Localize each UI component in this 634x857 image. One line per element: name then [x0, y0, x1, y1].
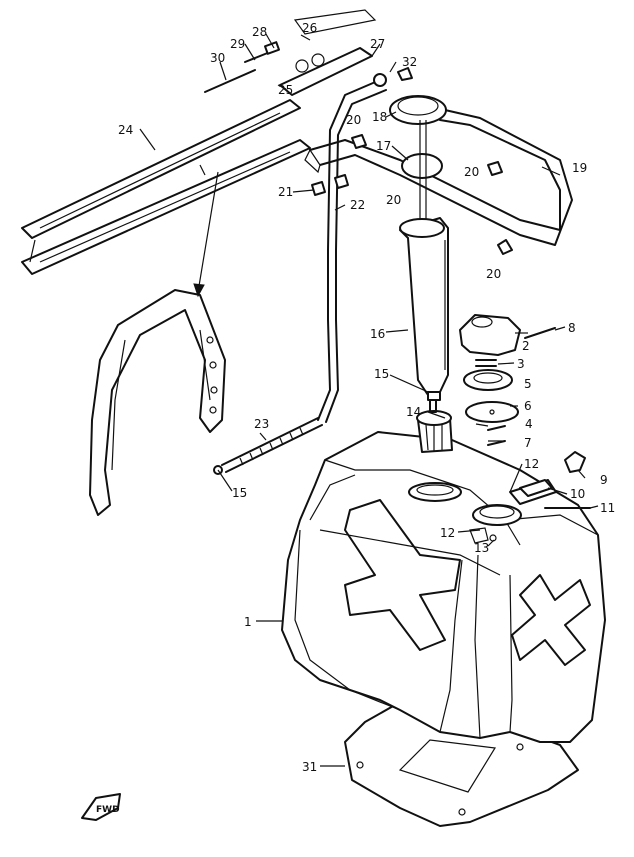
screw-7	[487, 440, 506, 446]
callout-4: 4	[525, 417, 533, 431]
callout-19: 19	[572, 161, 587, 175]
callout-23: 23	[254, 417, 269, 431]
leader-lines	[139, 33, 599, 767]
callout-31: 31	[302, 760, 317, 774]
o-ring	[401, 153, 443, 179]
callout-20a: 20	[346, 113, 361, 127]
fuel-tank	[281, 431, 606, 743]
callout-29: 29	[230, 37, 245, 51]
callout-16: 16	[370, 327, 385, 341]
callout-5: 5	[524, 377, 532, 391]
fuel-pickup-tube	[399, 217, 449, 401]
callout-9: 9	[600, 473, 608, 487]
callout-21: 21	[278, 185, 293, 199]
callout-7: 7	[524, 436, 532, 450]
fwd-label: FWD	[96, 805, 120, 815]
callout-28: 28	[252, 25, 267, 39]
fwd-arrow-icon: FWD	[81, 793, 121, 821]
vent-tube	[317, 79, 387, 423]
callout-13: 13	[474, 541, 489, 555]
callout-27: 27	[370, 37, 385, 51]
tank-cap	[564, 451, 586, 473]
tank-strap	[89, 289, 226, 516]
callout-15b: 15	[232, 486, 247, 500]
callout-11: 11	[600, 501, 615, 515]
callout-2: 2	[522, 339, 530, 353]
callout-15a: 15	[374, 367, 389, 381]
strainer	[416, 399, 453, 453]
callout-8: 8	[568, 321, 576, 335]
bolt-set	[204, 41, 281, 93]
callout-26: 26	[302, 21, 317, 35]
callout-12a: 12	[524, 457, 539, 471]
callout-32: 32	[402, 55, 417, 69]
callout-22: 22	[350, 198, 365, 212]
screw-8	[524, 327, 556, 339]
callout-20d: 20	[486, 267, 501, 281]
callout-10: 10	[570, 487, 585, 501]
callout-6: 6	[524, 399, 532, 413]
callout-labels: 1 2 3 4 5 6 7 8 9 10 11 12 12 13 14 15 1…	[118, 21, 615, 774]
fitting-10	[519, 479, 553, 497]
callout-30: 30	[210, 51, 225, 65]
callout-20c: 20	[386, 193, 401, 207]
callout-14: 14	[406, 405, 421, 419]
callout-3: 3	[517, 357, 525, 371]
hose-clips	[311, 67, 513, 255]
callout-25: 25	[278, 83, 293, 97]
top-frame-rails	[21, 9, 377, 275]
spring-hose	[213, 417, 323, 475]
fuel-sender	[459, 314, 521, 423]
callout-1: 1	[244, 615, 252, 629]
screw-4	[487, 425, 506, 431]
callout-18: 18	[372, 110, 387, 124]
callout-24: 24	[118, 123, 133, 137]
fuel-cap	[373, 73, 447, 125]
callout-20b: 20	[464, 165, 479, 179]
callout-17: 17	[376, 139, 391, 153]
callout-12b: 12	[440, 526, 455, 540]
